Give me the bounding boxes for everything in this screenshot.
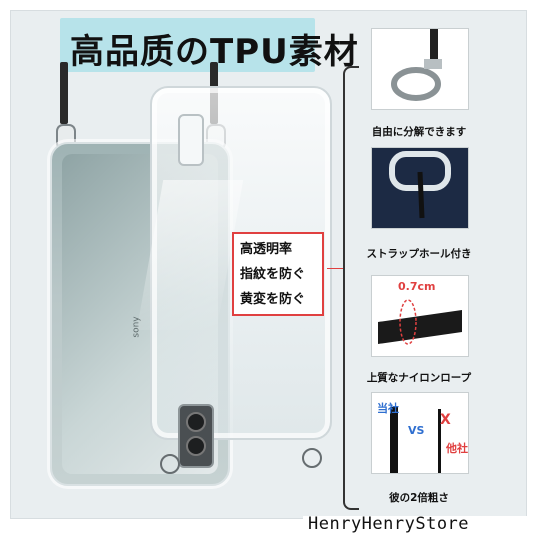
compare-vs: VS: [408, 424, 425, 437]
feature-transparency: 高透明率: [240, 242, 293, 257]
phone-camera-module: [178, 404, 214, 468]
case-camera-cutout: [178, 114, 204, 166]
camera-lens-icon: [186, 436, 206, 456]
strap-ring-right: [302, 448, 322, 468]
feature-yellowing: 黄変を防ぐ: [240, 292, 306, 307]
compare-x-mark: X: [440, 412, 451, 428]
compare-icon: [390, 407, 441, 473]
panel-strap-hole-label: ストラップホール付き: [366, 248, 472, 260]
store-watermark: HenryHenryStore: [308, 514, 470, 534]
camera-lens-icon: [186, 412, 206, 432]
watermark-bar: [303, 516, 535, 535]
panel-compare-label: 彼の2倍粗さ: [389, 492, 449, 504]
callout-connector: [327, 268, 343, 269]
clasp-icon: [391, 29, 442, 101]
strap-hole-icon: [389, 151, 451, 219]
panel-nylon-rope-label: 上質なナイロンロープ: [366, 372, 472, 384]
panel-bracket: [343, 66, 359, 510]
strap-ring-left: [160, 454, 180, 474]
panel-clasp-image: [371, 28, 469, 110]
panel-nylon-rope-image: [371, 275, 469, 357]
panel-clasp-label: 自由に分解できます: [371, 126, 467, 138]
compare-others: 他社: [446, 442, 468, 455]
rope-thickness-annotation: 0.7cm: [398, 280, 436, 293]
rope-icon: [378, 299, 462, 345]
strap-left: [60, 62, 68, 124]
panel-strap-hole-image: [371, 147, 469, 229]
compare-ours: 当社: [377, 402, 399, 415]
feature-fingerprint: 指紋を防ぐ: [240, 267, 306, 282]
feature-callout: [232, 232, 324, 316]
title-banner: [60, 18, 315, 72]
panel-compare-image: [371, 392, 469, 474]
